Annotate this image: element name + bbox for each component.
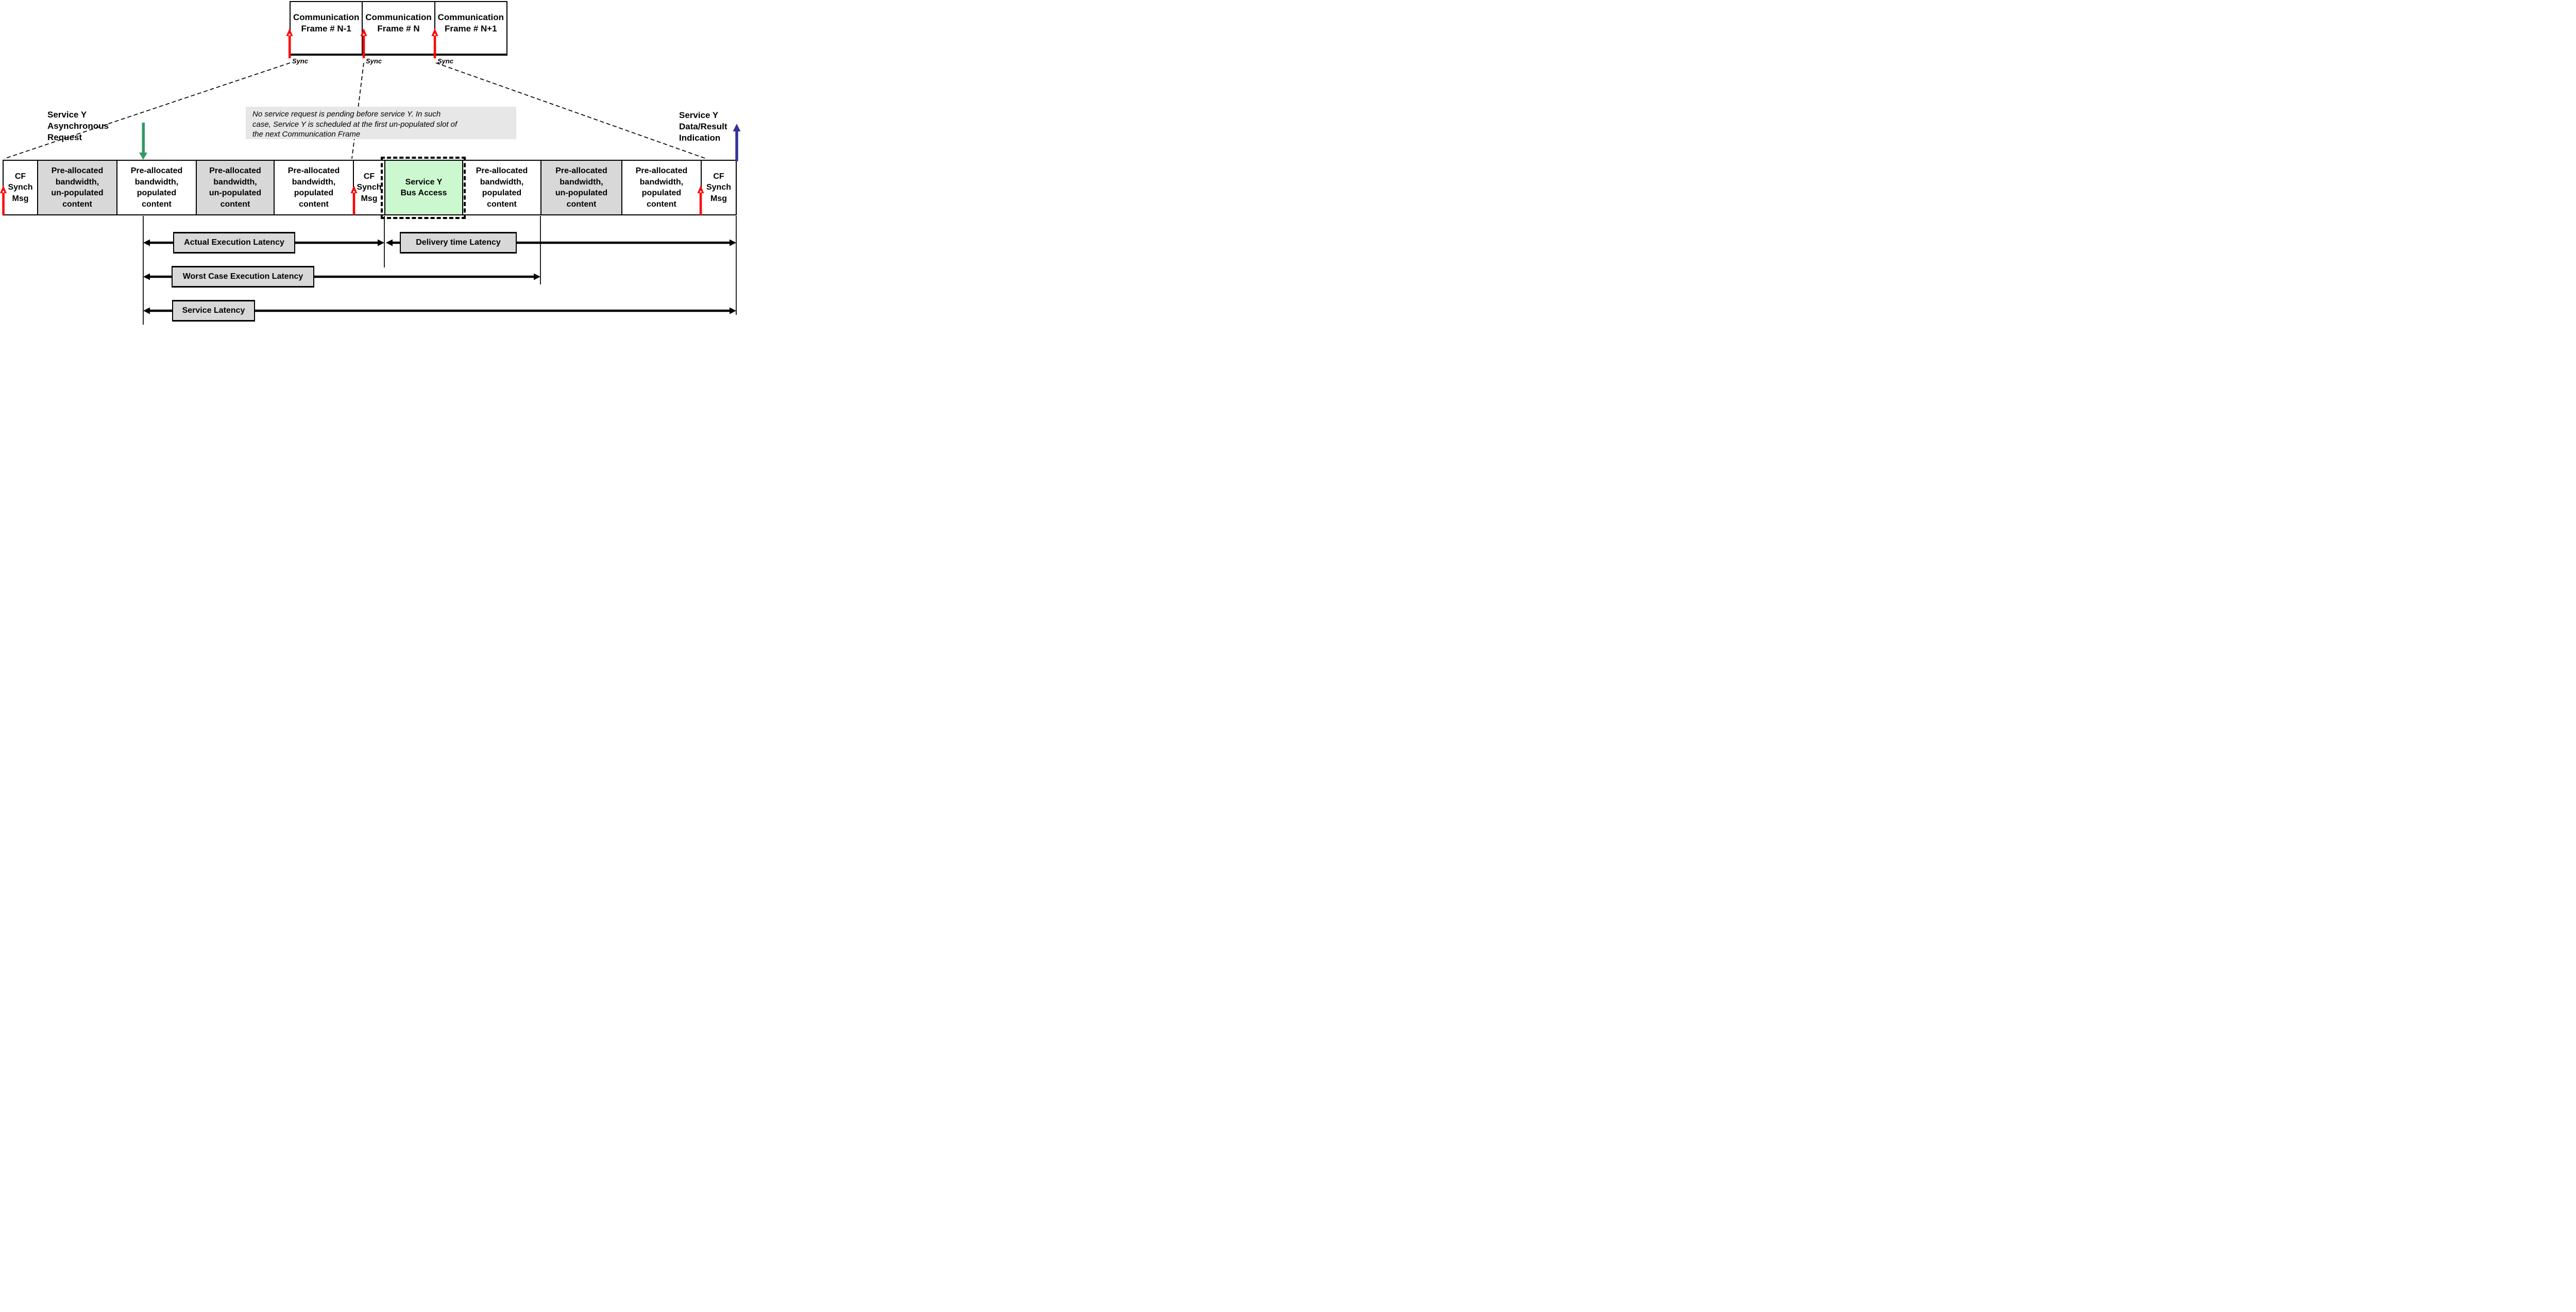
slot-cf-synch-msg-1: CF Synch Msg: [3, 160, 38, 215]
communication-frames-row: Communication Frame # N-1 Communication …: [290, 1, 507, 56]
slot-unpopulated-1: Pre-allocated bandwidth, un-populated co…: [37, 160, 117, 215]
slot-unpopulated-2: Pre-allocated bandwidth, un-populated co…: [196, 160, 275, 215]
slot-populated-2: Pre-allocated bandwidth, populated conte…: [274, 160, 354, 215]
service-latency-label: Service Latency: [172, 300, 255, 322]
actual-execution-latency-label: Actual Execution Latency: [173, 232, 295, 254]
slot-populated-4: Pre-allocated bandwidth, populated conte…: [621, 160, 702, 215]
slot-unpopulated-3: Pre-allocated bandwidth, un-populated co…: [540, 160, 622, 215]
sync-connector-line-right: [435, 62, 707, 159]
sync-label-3: Sync: [437, 57, 454, 65]
sync-connector-line-left: [4, 62, 291, 159]
worst-case-execution-latency-label: Worst Case Execution Latency: [172, 266, 314, 288]
scheduling-note: No service request is pending before ser…: [246, 107, 516, 139]
frame-box-n: Communication Frame # N: [363, 2, 435, 54]
slot-service-y-bus-access: Service Y Bus Access: [384, 160, 463, 215]
communication-frame-timeline: CF Synch Msg Pre-allocated bandwidth, un…: [3, 160, 737, 215]
timing-diagram-canvas: Communication Frame # N-1 Communication …: [0, 0, 744, 328]
slot-populated-3: Pre-allocated bandwidth, populated conte…: [462, 160, 541, 215]
sync-label-1: Sync: [292, 57, 309, 65]
frame-box-n-minus-1: Communication Frame # N-1: [291, 2, 363, 54]
sync-label-2: Sync: [366, 57, 382, 65]
frame-box-n-plus-1: Communication Frame # N+1: [435, 2, 506, 54]
slot-cf-synch-msg-2: CF Synch Msg: [353, 160, 385, 215]
service-request-label: Service Y Asynchronous Request: [47, 110, 109, 142]
service-indication-label: Service Y Data/Result Indication: [679, 110, 727, 143]
slot-populated-1: Pre-allocated bandwidth, populated conte…: [116, 160, 197, 215]
delivery-time-latency-label: Delivery time Latency: [400, 232, 517, 254]
slot-cf-synch-msg-3: CF Synch Msg: [701, 160, 737, 215]
